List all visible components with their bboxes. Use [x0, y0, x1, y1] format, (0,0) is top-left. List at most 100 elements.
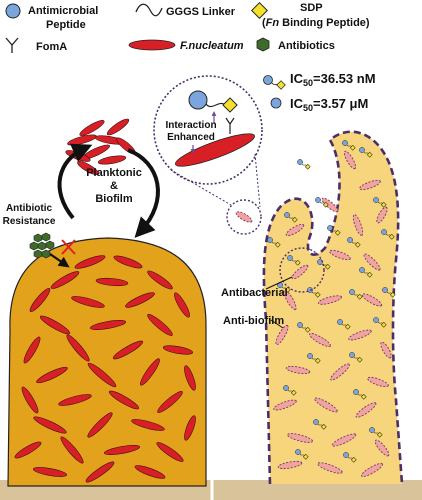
bound-peptide-icon	[349, 352, 363, 363]
cycle-arrow-left	[57, 143, 93, 220]
legend-linker: GGGS Linker	[166, 6, 236, 18]
antibiotic-cluster	[29, 232, 55, 259]
treated-bacterium	[275, 324, 289, 346]
bound-peptide-icon	[382, 287, 396, 298]
ic50-conjugate-icon	[263, 75, 286, 90]
biofilm-left	[7, 237, 207, 487]
bound-peptide-icon	[295, 449, 309, 460]
left-bacterium	[71, 296, 105, 308]
treated-bacterium	[317, 462, 343, 474]
antibacterial-label: Antibacterial	[221, 287, 288, 299]
left-bacterium	[112, 340, 144, 360]
zoom-connector-1	[170, 169, 232, 206]
zoom-label-line1: Interaction	[165, 120, 216, 131]
right-bound-peptides	[267, 140, 396, 463]
zoom-circle-small	[226, 199, 262, 235]
resistance-label-line2: Resistance	[3, 216, 56, 227]
treated-bacterium	[374, 439, 390, 457]
legend-amp-line1: Antimicrobial	[28, 5, 98, 17]
cycle-label-line1: Planktonic	[86, 167, 142, 179]
antibacterial-circle	[279, 247, 325, 293]
zoom-peptide-icon	[188, 90, 208, 110]
left-bacterium	[33, 416, 67, 434]
bound-peptide-icon	[317, 259, 331, 270]
bound-peptide-icon	[287, 255, 301, 266]
treated-bacterium	[329, 249, 351, 261]
treated-bacterium	[277, 460, 303, 470]
ground-right	[213, 480, 422, 500]
fnucleatum-icon	[128, 39, 176, 51]
ic50-free-peptide-icon	[270, 97, 282, 109]
bound-peptide-icon	[297, 322, 311, 333]
treated-bacterium	[367, 376, 389, 388]
bound-peptide-icon	[373, 197, 387, 208]
left-bacterium	[23, 336, 41, 364]
treated-bacterium	[361, 463, 383, 477]
left-bacterium	[29, 287, 51, 313]
treated-bacterium	[309, 333, 331, 347]
planktonic-bacterium	[79, 120, 105, 136]
bound-peptide-icon	[359, 267, 373, 278]
antibiofilm-label: Anti-biofilm	[223, 315, 284, 327]
treated-bacterium	[330, 363, 350, 381]
treated-bacterium	[361, 293, 383, 307]
left-bacterium	[184, 365, 196, 391]
treated-bacterium	[363, 253, 381, 271]
left-bacterium	[21, 386, 39, 414]
bound-peptide-icon	[343, 452, 357, 463]
right-biofilm-bacteria	[235, 150, 392, 477]
left-bacterium	[156, 442, 184, 462]
bound-peptide-icon	[349, 289, 363, 300]
left-bacterium	[184, 415, 196, 441]
legend-amp-line2: Peptide	[46, 19, 86, 31]
bound-peptide-icon	[313, 419, 327, 430]
left-bacterium	[147, 270, 173, 290]
left-bacterium	[74, 255, 106, 269]
linker-icon	[135, 3, 163, 17]
left-bacterium	[50, 271, 80, 289]
zoom-label-line2: Enhanced	[167, 132, 215, 143]
left-bacterium	[58, 394, 92, 406]
left-bacterium	[95, 277, 129, 287]
treated-bacterium	[355, 402, 377, 418]
zoom-connector-2	[254, 153, 261, 208]
legend-sdp-line1: SDP	[300, 2, 323, 14]
bound-peptide-icon	[284, 212, 298, 223]
antibiotic-hexagon-icon	[256, 37, 270, 52]
treated-bacterium	[380, 341, 392, 359]
left-bacterium	[32, 467, 68, 477]
cycle-arrow-right	[127, 148, 160, 238]
planktonic-bacterium	[106, 118, 130, 136]
zoom-fnucleatum	[175, 133, 255, 167]
treated-bacterium	[285, 365, 311, 375]
left-bacterium	[87, 412, 113, 438]
peptide-blue-icon	[5, 3, 21, 19]
cycle-label-line2: &	[110, 180, 118, 192]
left-bacterium	[39, 315, 71, 335]
left-biofilm-bacteria	[14, 255, 196, 483]
left-bacterium	[147, 314, 173, 336]
foma-receptor-icon	[5, 37, 19, 53]
bound-peptide-icon	[283, 385, 297, 396]
bound-peptide-icon	[373, 317, 387, 328]
blocked-x-icon	[61, 239, 76, 255]
left-bacterium	[140, 358, 160, 386]
treated-bacterium	[348, 329, 372, 341]
planktonic-bacterium	[97, 155, 127, 165]
ic50-conjugate: IC50=36.53 nM	[290, 71, 376, 88]
antibacterial-pointer	[265, 276, 293, 290]
cycle-label-line3: Biofilm	[95, 193, 132, 205]
bound-peptide-icon	[337, 319, 351, 330]
antibiofilm-pointer	[270, 319, 284, 329]
left-bacterium	[14, 441, 42, 459]
left-bacterium	[134, 465, 166, 479]
left-bacterium	[113, 255, 143, 269]
treated-bacterium	[285, 223, 305, 237]
left-bacterium	[131, 419, 165, 431]
bound-peptide-icon	[347, 237, 361, 248]
treated-bacterium	[235, 211, 253, 223]
bound-peptide-icon	[297, 159, 311, 170]
sdp-diamond-icon	[251, 2, 268, 19]
left-bacterium	[89, 320, 127, 330]
